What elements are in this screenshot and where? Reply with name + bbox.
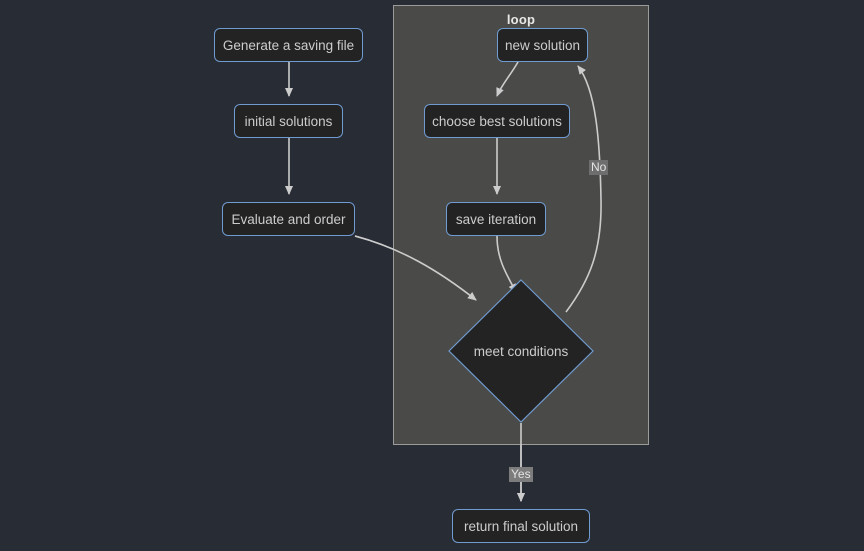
node-evaluate-and-order-label: Evaluate and order <box>231 211 346 227</box>
edge-label-no: No <box>589 160 609 175</box>
node-choose-best-solutions[interactable]: choose best solutions <box>424 104 570 138</box>
node-new-solution[interactable]: new solution <box>497 28 588 62</box>
node-initial-solutions-label: initial solutions <box>244 113 333 129</box>
node-return-final-solution[interactable]: return final solution <box>452 509 590 543</box>
node-initial-solutions[interactable]: initial solutions <box>234 104 343 138</box>
node-evaluate-and-order[interactable]: Evaluate and order <box>222 202 355 236</box>
node-choose-best-solutions-label: choose best solutions <box>432 113 562 129</box>
node-generate-a-saving-file-label: Generate a saving file <box>222 37 355 53</box>
node-save-iteration-label: save iteration <box>455 211 537 227</box>
node-generate-a-saving-file[interactable]: Generate a saving file <box>214 28 363 62</box>
node-meet-conditions-label: meet conditions <box>473 343 569 359</box>
node-save-iteration[interactable]: save iteration <box>446 202 546 236</box>
node-meet-conditions[interactable]: meet conditions <box>448 279 594 423</box>
subgraph-loop-title: loop <box>506 12 536 27</box>
diamond-shape <box>448 279 594 423</box>
node-return-final-solution-label: return final solution <box>463 518 579 534</box>
edge-label-yes: Yes <box>509 467 533 482</box>
node-new-solution-label: new solution <box>504 37 581 53</box>
